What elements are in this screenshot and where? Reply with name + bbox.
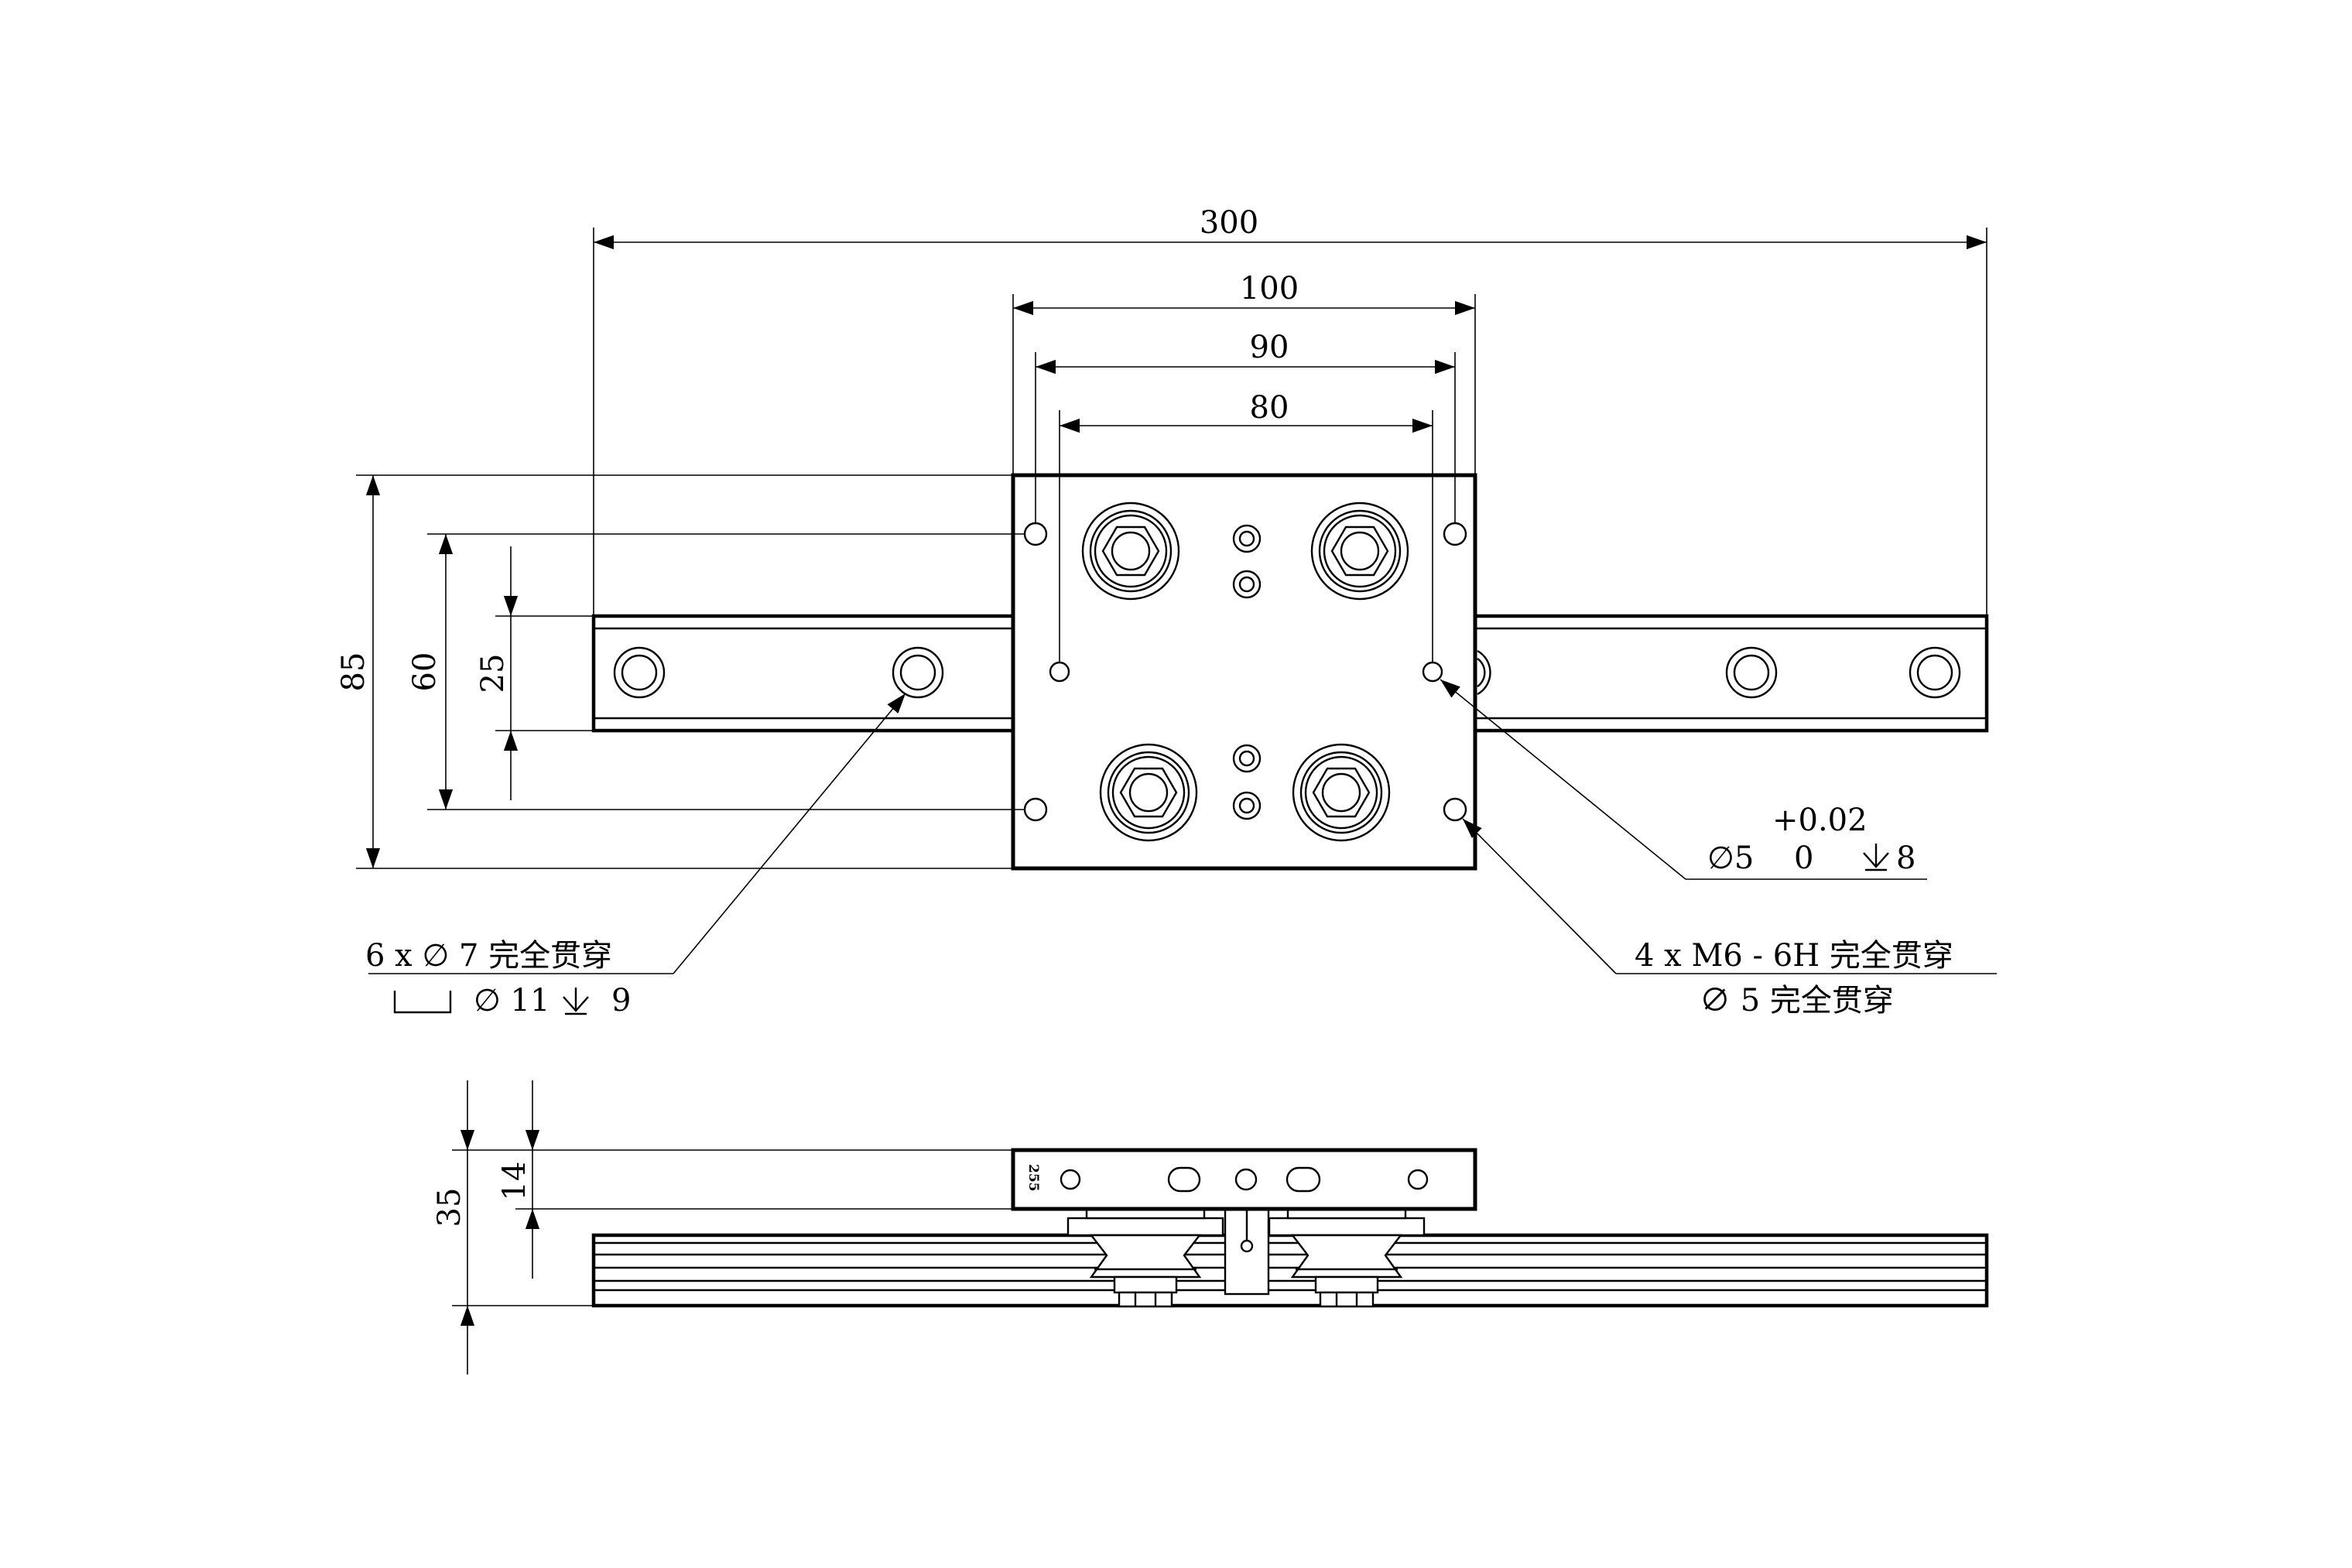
- dim-85-label: 85: [336, 652, 371, 692]
- thread-note: 4 x M6 - 6H 完全贯穿: [1635, 938, 1953, 974]
- plate-side: 255: [1011, 1148, 1477, 1211]
- counterbore-depth: 9: [611, 983, 631, 1019]
- dim-25: 25: [475, 546, 594, 800]
- dim-14: 14: [497, 1080, 1013, 1279]
- plate-marking: 255: [1025, 1164, 1041, 1192]
- wheel-bolt: [1292, 743, 1391, 842]
- dim-25-label: 25: [475, 654, 511, 693]
- depth-symbol: [1863, 844, 1889, 871]
- center-block: [1224, 1207, 1270, 1296]
- wheel-bolt: [1310, 502, 1409, 601]
- side-view: 255 35 14: [432, 1080, 1989, 1375]
- wheel-assembly: [1268, 1207, 1426, 1308]
- carriage-plate: [1011, 473, 1477, 871]
- pin-tolerance-upper: +0.02: [1772, 803, 1868, 838]
- dim-60-label: 60: [407, 652, 443, 692]
- pin-diameter: ∅5: [1707, 840, 1754, 876]
- dim-35-label: 35: [432, 1188, 467, 1227]
- dim-100: 100: [1012, 271, 1476, 475]
- dim-100-label: 100: [1240, 271, 1299, 306]
- dim-80-label: 80: [1250, 390, 1289, 426]
- dim-300-label: 300: [1200, 205, 1258, 241]
- leader-pin-hole: +0.02 ∅5 0 8: [1440, 679, 1927, 880]
- dim-300: 300: [593, 205, 1987, 616]
- thread-clearance-note: ∅ 5 完全贯穿: [1700, 983, 1894, 1019]
- dim-80: 80: [1059, 390, 1433, 662]
- top-view: 300 100 90 80 85: [336, 205, 1997, 1019]
- wheel-bolt: [1081, 502, 1180, 601]
- pin-tolerance-lower: 0: [1794, 840, 1813, 876]
- counterbore-diameter: ∅ 11: [474, 983, 549, 1019]
- dim-14-label: 14: [497, 1162, 532, 1201]
- counterbore-symbol: [393, 991, 452, 1014]
- wheel-bolt: [1099, 743, 1198, 842]
- dim-60: 60: [407, 533, 1025, 810]
- leader-thread: 4 x M6 - 6H 完全贯穿 ∅ 5 完全贯穿: [1462, 818, 1997, 1019]
- dim-90: 90: [1035, 330, 1456, 523]
- counterbore-note: 6 x ∅ 7 完全贯穿: [365, 938, 612, 974]
- pin-depth: 8: [1896, 840, 1915, 876]
- dim-90-label: 90: [1250, 330, 1289, 365]
- rail-side: [591, 1233, 1989, 1308]
- dim-35: 35: [432, 1080, 1013, 1375]
- depth-symbol: [563, 988, 589, 1015]
- wheel-assembly: [1066, 1207, 1224, 1308]
- leader-counterbore: 6 x ∅ 7 完全贯穿 ∅ 11 9: [365, 693, 906, 1019]
- dim-85: 85: [336, 474, 1013, 869]
